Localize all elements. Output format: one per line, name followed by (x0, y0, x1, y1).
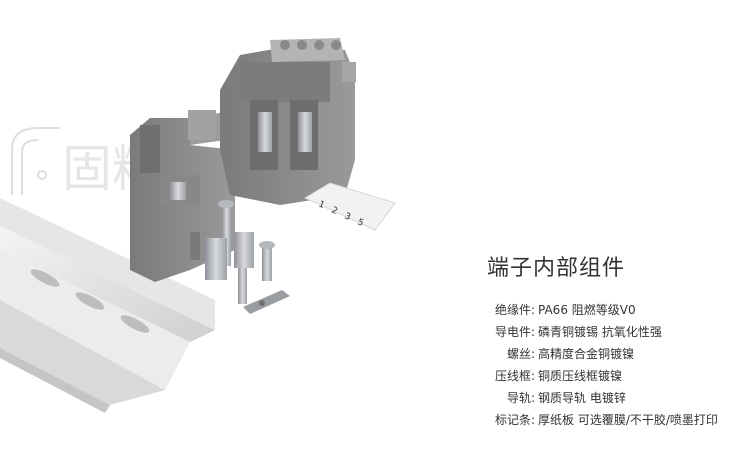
spec-label: 导轨: (506, 391, 535, 405)
spec-row-insulation: 绝缘件: PA66 阻燃等级V0 (470, 299, 750, 321)
product-illustration: 固精电气 (0, 38, 396, 413)
marker-number-5: 5 (356, 218, 365, 229)
spec-value: 高精度合金铜镀镍 (538, 347, 635, 361)
spec-row-clamp: 压线框: 铜质压线框镀镍 (470, 365, 750, 387)
spec-value: 钢质导轨 电镀锌 (538, 391, 626, 405)
marker-number-2: 2 (330, 206, 339, 217)
spec-label: 螺丝: (506, 347, 535, 361)
terminal-block-large (220, 38, 356, 205)
spec-row-screw: 螺丝: 高精度合金铜镀镍 (470, 343, 750, 365)
spec-row-conductor: 导电件: 磷青铜镀锡 抗氧化性强 (470, 321, 750, 343)
screw-components (190, 200, 290, 314)
spec-value: 磷青铜镀锡 抗氧化性强 (538, 325, 662, 339)
spec-value: 铜质压线框镀镍 (538, 369, 623, 383)
spec-label: 标记条: (494, 413, 535, 427)
spec-label: 导电件: (494, 325, 535, 339)
spec-label: 绝缘件: (494, 303, 535, 317)
spec-value: 厚纸板 可选覆膜/不干胶/喷墨打印 (538, 413, 718, 427)
spec-row-rail: 导轨: 钢质导轨 电镀锌 (470, 387, 750, 409)
marker-strip: 1 2 3 5 (303, 182, 396, 231)
marker-number-1: 1 (317, 200, 326, 211)
din-rail (0, 198, 215, 413)
spec-list: 绝缘件: PA66 阻燃等级V0 导电件: 磷青铜镀锡 抗氧化性强 螺丝: 高精… (470, 299, 750, 431)
marker-number-3: 3 (343, 212, 352, 223)
spec-value: PA66 阻燃等级V0 (538, 303, 636, 317)
section-heading: 端子内部组件 (487, 256, 626, 281)
spec-row-marker: 标记条: 厚纸板 可选覆膜/不干胶/喷墨打印 (470, 409, 750, 431)
spec-label: 压线框: (494, 369, 535, 383)
